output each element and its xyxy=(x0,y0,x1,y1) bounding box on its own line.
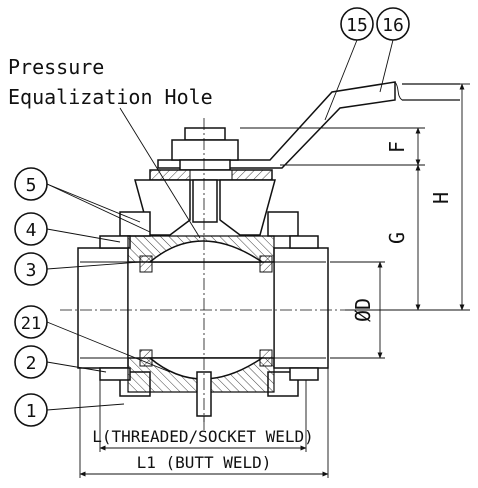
leader-lines xyxy=(46,39,394,411)
balloon-15-label: 15 xyxy=(346,15,368,36)
balloon-21-label: 21 xyxy=(21,314,41,334)
balloon-4-label: 4 xyxy=(26,220,37,241)
balloon-2-label: 2 xyxy=(26,353,37,374)
balloon-16-label: 16 xyxy=(382,15,404,36)
balloon-1-label: 1 xyxy=(26,401,37,422)
dimension-lines xyxy=(79,83,470,478)
pressure-annotation: Pressure Equalization Hole xyxy=(8,55,213,109)
balloon-21: 21 xyxy=(14,305,48,339)
dim-l1-label: L1 (BUTT WELD) xyxy=(137,453,272,472)
dim-d-label: ØD xyxy=(351,298,375,322)
dim-l-label: L(THREADED/SOCKET WELD) xyxy=(92,427,314,446)
stem-assembly xyxy=(134,127,276,236)
balloon-3: 3 xyxy=(14,252,48,286)
balloon-5-label: 5 xyxy=(26,175,37,196)
valve-body xyxy=(77,211,329,422)
balloon-4: 4 xyxy=(14,212,48,246)
dim-g-label: G xyxy=(385,232,409,244)
balloon-16: 16 xyxy=(376,7,410,41)
pressure-label-line2: Equalization Hole xyxy=(8,85,213,109)
balloon-1: 1 xyxy=(14,393,48,427)
center-lines xyxy=(60,118,345,430)
balloon-3-label: 3 xyxy=(26,260,37,281)
balloon-15: 15 xyxy=(340,7,374,41)
balloon-5: 5 xyxy=(14,167,48,201)
balloon-2: 2 xyxy=(14,345,48,379)
dim-f-label: F xyxy=(385,141,409,153)
pressure-label-line1: Pressure xyxy=(8,55,104,79)
dim-h-label: H xyxy=(429,192,453,204)
